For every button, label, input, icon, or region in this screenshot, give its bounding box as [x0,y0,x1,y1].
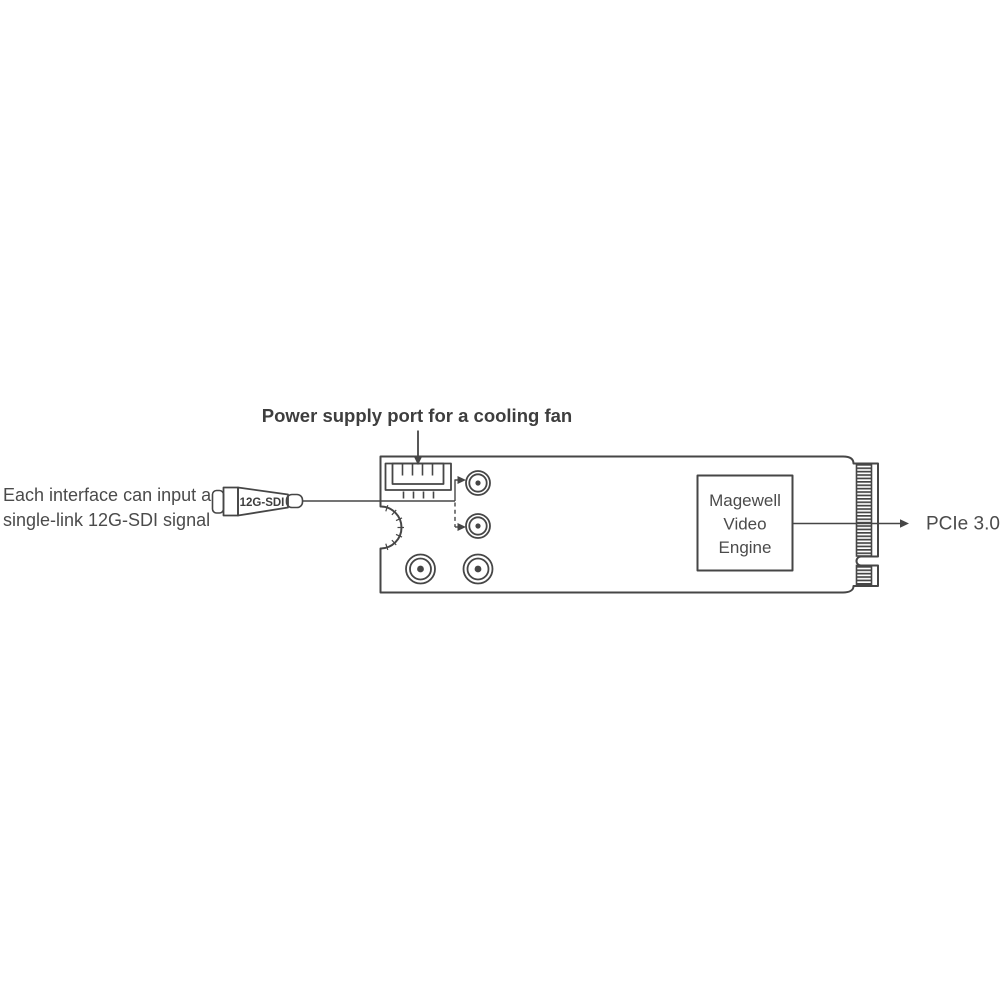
pcie-label: PCIe 3.0 [926,514,1000,535]
right-arrow-icon-1 [457,476,466,484]
fan-connector-inner [391,462,445,485]
coax-outer-ring [465,513,491,539]
fan-connector-outer [384,462,452,491]
engine-line-3: Engine [719,538,772,557]
m2-edge-connector [855,462,873,586]
coax-inner-ring [409,557,432,581]
mounting-notch-ticks [385,505,404,551]
sdi-note-line2: single-link 12G-SDI signal [3,510,210,530]
coax-inner-ring [468,516,488,536]
coax-connector-4 [462,553,494,585]
sdi-plug-collar [222,486,239,517]
annotation-fan-port: Power supply port for a cooling fan [262,405,572,465]
capture-card: Magewell Video Engine [379,455,879,594]
card-outline [379,455,879,594]
fan-power-connector [384,462,452,499]
coax-connector-3 [405,553,436,585]
annotation-pcie: PCIe 3.0 [792,514,1000,535]
coax-center-pin [417,565,424,573]
notch-tick [391,539,397,546]
sdi-plug: 12G-SDI [211,486,455,517]
coax-inner-ring [468,473,488,493]
notch-tick [391,509,397,516]
gold-fingers-upper [855,462,873,557]
coax-outer-ring [465,470,491,496]
notch-tick [385,543,389,551]
right-arrow-icon-2 [457,523,466,531]
sdi-plug-body [237,486,289,517]
down-arrow-icon [413,456,423,465]
coax-connector-2 [465,513,491,539]
engine-line-2: Video [723,515,766,534]
engine-line-1: Magewell [709,491,781,510]
coax-outer-ring [405,553,436,585]
sdi-plug-tip [211,489,225,514]
coax-center-pin [475,480,481,486]
routing-line-solid [454,479,459,501]
coax-center-pin [475,523,481,529]
coax-connector-1 [465,470,491,496]
notch-tick [395,517,403,522]
video-engine-box: Magewell Video Engine [696,474,794,572]
sdi-plug-label: 12G-SDI [240,497,285,509]
fan-port-label: Power supply port for a cooling fan [262,405,572,426]
notch-tick [395,533,403,538]
coax-center-pin [474,565,482,573]
coax-outer-ring [462,553,494,585]
coax-connectors [405,470,494,585]
right-arrow-icon-3 [900,519,909,528]
coax-inner-ring [466,557,490,581]
annotation-sdi-note: Each interface can input a single-link 1… [3,485,212,530]
notch-tick [385,505,389,512]
sdi-note-line1: Each interface can input a [3,485,212,505]
signal-routing [454,476,466,531]
gold-fingers-lower [855,564,873,586]
